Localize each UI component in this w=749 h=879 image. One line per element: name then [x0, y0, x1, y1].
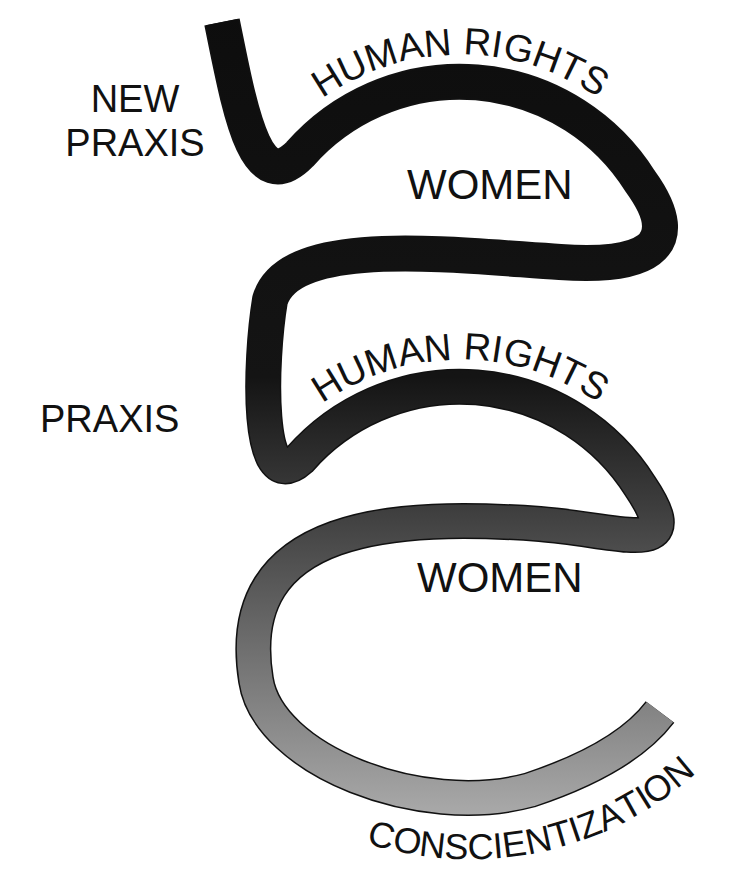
arc-letter	[452, 23, 463, 61]
diagram-label: HUMAN RIGHTS	[315, 18, 604, 102]
diagram-label: PRAXIS	[40, 398, 210, 442]
diagram-label: CONSCIENTIZATION	[361, 747, 704, 870]
arc-letter	[452, 328, 463, 366]
arc-letter: N	[418, 826, 448, 865]
ribbon-band	[222, 22, 660, 798]
arc-letter: R	[463, 22, 493, 62]
diagram-label: NEW PRAXIS	[60, 78, 210, 165]
ribbon-outline	[222, 22, 660, 798]
diagram-label: HUMAN RIGHTS	[315, 323, 604, 407]
diagram-label: WOMEN	[417, 554, 583, 602]
diagram-label: WOMEN	[407, 161, 573, 209]
arc-letter: S	[444, 829, 469, 866]
arc-letter: C	[467, 829, 494, 866]
arc-letter: N	[422, 328, 453, 368]
arc-letter: N	[422, 23, 453, 63]
arc-letter: R	[463, 327, 493, 367]
